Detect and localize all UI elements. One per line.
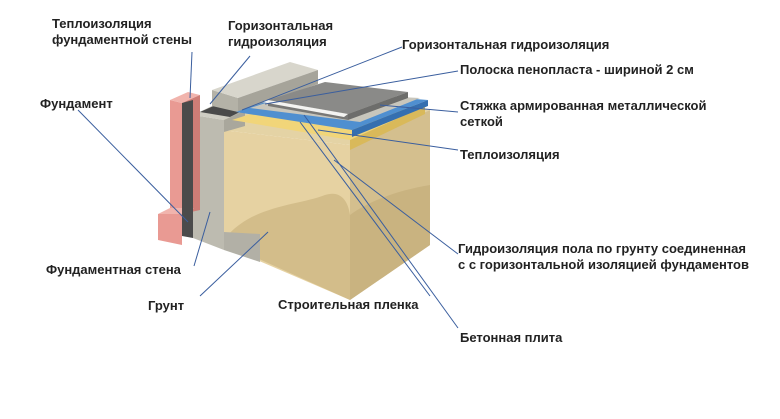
foam-strip xyxy=(262,100,348,117)
upper-wall-block-top xyxy=(212,62,318,98)
leader-lines xyxy=(77,46,459,329)
foundation-wall-front xyxy=(193,115,224,250)
label-horizontal-waterproofing-a-line-2: гидроизоляция xyxy=(228,34,327,49)
label-screed-line-2: сеткой xyxy=(460,114,503,129)
wall-insulation-board-front xyxy=(170,100,182,214)
ground-soil-front xyxy=(228,193,350,300)
wall-waterproofing-membrane xyxy=(182,100,193,238)
leader-building-film xyxy=(299,121,431,297)
foundation-wall-footing xyxy=(224,232,260,262)
leader-concrete-slab xyxy=(303,114,459,329)
leader-screed xyxy=(379,104,459,113)
label-wall-insulation: Теплоизоляция фундаментной стены xyxy=(52,16,192,48)
label-building-film: Строительная пленка xyxy=(278,297,419,312)
label-foundation-wall: Фундаментная стена xyxy=(46,262,181,277)
upper-wall-block-front xyxy=(212,90,238,112)
leader-wall-insulation xyxy=(189,51,193,99)
label-screed-line-1: Стяжка армированная металлической xyxy=(460,98,707,113)
label-horizontal-waterproofing-a: Горизонтальная гидроизоляция xyxy=(228,18,333,50)
reinforced-screed-top xyxy=(268,82,408,114)
foundation-wall-ledge xyxy=(224,110,245,132)
label-horizontal-waterproofing-a-line-1: Горизонтальная xyxy=(228,18,334,33)
label-concrete-slab: Бетонная плита xyxy=(460,330,563,345)
label-wall-insulation-line-1: Теплоизоляция xyxy=(52,16,152,31)
wall-insulation-board-top xyxy=(170,92,200,103)
reinforced-screed-side xyxy=(348,92,408,120)
leader-foundation-wall xyxy=(193,211,211,267)
upper-wall-block-side xyxy=(238,70,318,112)
label-floor-waterproofing-line-1: Гидроизоляция пола по грунту соединенная xyxy=(458,241,746,256)
leader-insulation xyxy=(317,129,459,151)
floor-waterproofing-side xyxy=(352,100,428,137)
label-soil: Грунт xyxy=(148,298,185,313)
label-wall-insulation-line-2: фундаментной стены xyxy=(52,32,193,47)
leader-foundation xyxy=(77,109,189,223)
insulation-layer-side xyxy=(350,106,425,150)
leader-horizontal-waterproofing-b xyxy=(241,46,403,111)
label-insulation: Теплоизоляция xyxy=(460,147,560,162)
label-floor-waterproofing-line-2: с с горизонтальной изоляцией фундаментов xyxy=(458,257,749,272)
leader-foam-strip xyxy=(264,70,459,105)
label-foam-strip: Полоска пенопласта - шириной 2 см xyxy=(460,62,694,77)
leader-horizontal-waterproofing-a xyxy=(209,55,251,105)
leader-soil xyxy=(199,231,269,297)
label-foundation: Фундамент xyxy=(40,96,113,111)
label-floor-waterproofing: Гидроизоляция пола по грунту соединенная… xyxy=(458,241,749,273)
label-horizontal-waterproofing-b: Горизонтальная гидроизоляция xyxy=(402,37,610,52)
wall-insulation-foot xyxy=(158,214,182,245)
leader-floor-waterproofing xyxy=(333,159,459,255)
label-screed: Стяжка армированная металлической сеткой xyxy=(460,98,706,130)
